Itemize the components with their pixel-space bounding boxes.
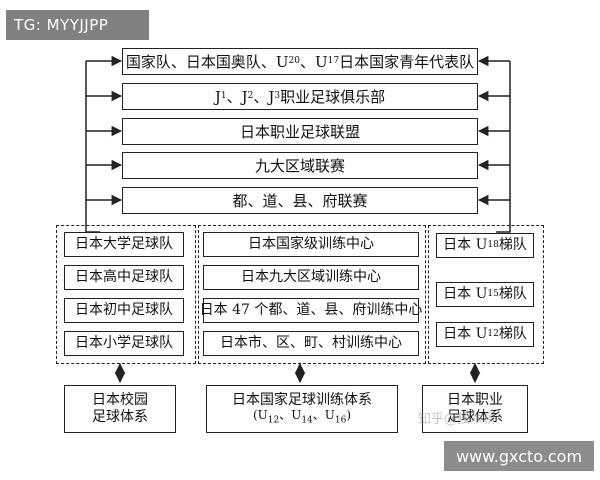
tier-prefecture-league: 都、道、县、府联赛 [122,187,478,214]
u18-sub: 18 [487,240,499,251]
u12-text-a: 日本 U [443,326,488,343]
tier-national-text-c: 日本国家青年代表队 [339,52,475,71]
training-sub-1: 12 [267,415,280,426]
training-system-line1: 日本国家足球训练体系 [232,391,372,408]
middle-group-item-municipal: 日本市、区、町、村训练中心 [203,331,419,356]
tier-national-text-a: 国家队、日本国奥队、U [125,52,289,71]
u12-text-b: 梯队 [498,326,527,343]
training-paren-open: (U [252,408,268,423]
middle-group-item-national: 日本国家级训练中心 [203,232,419,257]
training-text-c: 、U [312,408,335,423]
right-feedback-line [496,61,511,233]
bottom-school-system: 日本校园 足球体系 [64,385,176,433]
tier-pro-league: 日本职业足球联盟 [122,118,478,145]
u15-text-b: 梯队 [498,286,527,303]
left-feedback-line [85,61,100,233]
training-sub-3: 16 [334,415,347,426]
u15-sub: 15 [487,289,499,300]
tier-national-sub-2: 17 [327,56,340,67]
u18-text-a: 日本 U [443,237,488,254]
u18-text-b: 梯队 [498,237,527,254]
bottom-pro-system: 日本职业 足球体系 [422,385,528,433]
tier-clubs-sub-3: 3 [274,91,281,102]
pro-system-line1: 日本职业 [447,392,503,409]
pro-system-line2: 足球体系 [447,409,503,425]
left-group-item-elementary: 日本小学足球队 [64,331,184,356]
bottom-national-training-system: 日本国家足球训练体系 (U12、U14、U16) [206,385,398,433]
tier-clubs-text-a: J [214,87,221,106]
middle-group-frame [198,225,426,364]
right-group-frame [428,225,544,364]
tier-clubs-text-b: 、J [226,87,248,106]
watermark-zhihu: 知乎@独木桥 [418,412,497,427]
tier-clubs-text-d: 职业足球俱乐部 [280,87,386,106]
tier-national-text-b: 、U [299,52,328,71]
school-system-line2: 足球体系 [92,409,148,425]
left-group-item-juniorhigh: 日本初中足球队 [64,298,184,323]
training-sub-2: 14 [301,415,313,426]
left-group-frame [56,225,196,364]
tier-clubs-text-c: 、J [253,87,275,106]
training-text-b: 、U [279,408,302,423]
middle-group-item-regional: 日本九大区域训练中心 [203,265,419,290]
watermark-tag: TG: MYYJJPP [6,10,149,40]
tier-clubs-sub-2: 2 [247,91,254,102]
u12-sub: 12 [487,329,499,340]
training-system-line2: (U12、U14、U16) [253,408,351,426]
tier-regional-league: 九大区域联赛 [122,152,478,179]
tier-clubs-sub-1: 1 [220,91,227,102]
watermark-url: www.gxcto.com [444,441,594,471]
training-paren-close: ) [346,408,352,423]
u15-text-a: 日本 U [443,286,488,303]
left-group-item-highschool: 日本高中足球队 [64,265,184,290]
school-system-line1: 日本校园 [92,392,148,409]
tier-national-sub-1: 20 [288,56,300,67]
middle-group-item-prefecture: 日本 47 个都、道、县、府训练中心 [200,298,422,323]
left-group-item-university: 日本大学足球队 [64,232,184,257]
